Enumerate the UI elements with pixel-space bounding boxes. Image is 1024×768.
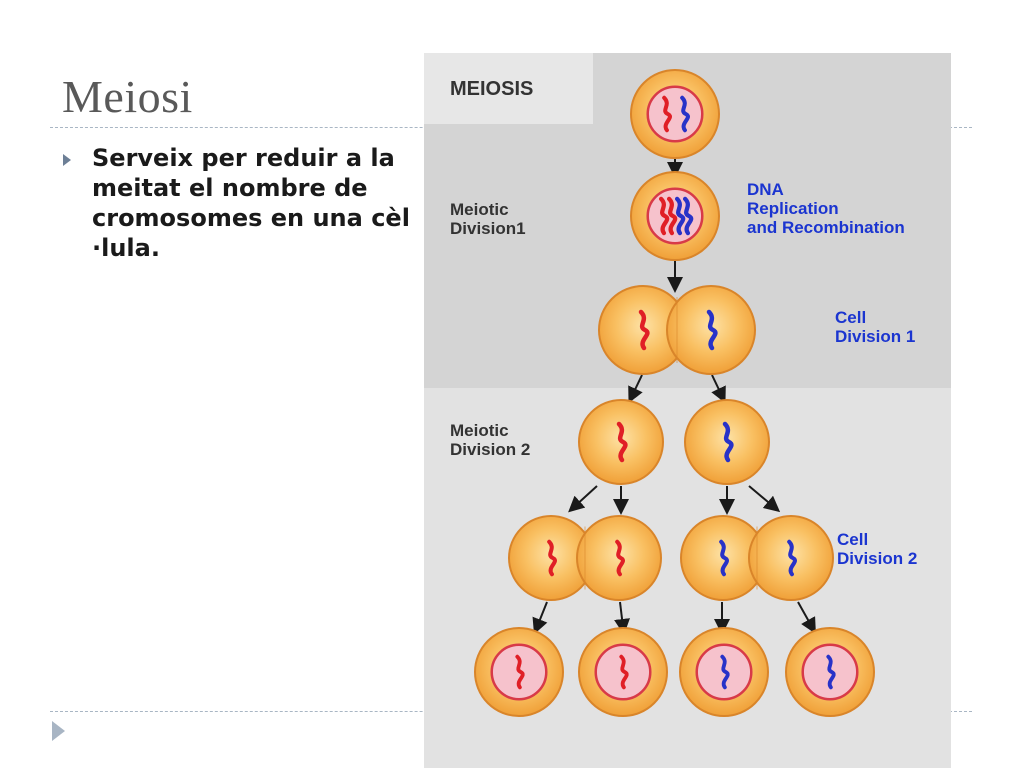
arrow xyxy=(532,601,548,635)
arrow xyxy=(614,601,630,635)
cell-division-1-label: Cell Division 1 xyxy=(835,308,915,346)
haploid-cell-3 xyxy=(679,627,769,717)
meiotic-division-1-label: Meiotic Division1 xyxy=(450,200,526,238)
meiosis-diagram: MEIOSIS Meiotic Division1 DNA Replicatio… xyxy=(424,53,951,768)
arrows xyxy=(532,159,816,635)
dna-replication-label: DNA Replication and Recombination xyxy=(747,180,905,237)
arrow xyxy=(568,485,598,513)
chromosome xyxy=(662,95,672,133)
chromosome xyxy=(674,196,686,236)
figure-heading: MEIOSIS xyxy=(450,78,533,100)
cells xyxy=(474,69,875,717)
haploid-cell-1 xyxy=(474,627,564,717)
heading-box xyxy=(424,53,593,124)
chromosome xyxy=(706,309,718,351)
chromosome xyxy=(615,539,625,577)
chromosome xyxy=(616,421,628,463)
chromosome xyxy=(638,309,650,351)
cell-division-2-label: Cell Division 2 xyxy=(837,530,917,568)
chromosome xyxy=(722,421,734,463)
haploid-cell-4 xyxy=(785,627,875,717)
meiosis-figure: MEIOSIS Meiotic Division1 DNA Replicatio… xyxy=(424,53,951,768)
chromosome xyxy=(680,95,690,133)
chromosome xyxy=(666,196,678,236)
chromosome xyxy=(547,539,557,577)
parent-cell xyxy=(630,69,720,159)
replicated-cell xyxy=(630,171,720,261)
dividing-cell-2-right xyxy=(680,515,834,601)
chromosome xyxy=(826,654,836,690)
chromosome xyxy=(619,654,629,690)
footer-arrow-icon xyxy=(52,721,65,741)
dividing-cell-1 xyxy=(598,285,756,375)
arrow xyxy=(628,374,643,404)
arrow xyxy=(711,374,726,404)
arrow xyxy=(748,485,781,513)
haploid-cell-2 xyxy=(578,627,668,717)
daughter-cell-left xyxy=(578,399,664,485)
chromosome xyxy=(787,539,797,577)
bullet-text: Serveix per reduir a la meitat el nombre… xyxy=(92,144,410,262)
arrow xyxy=(797,601,816,634)
chromosome xyxy=(682,196,694,236)
daughter-cell-right xyxy=(684,399,770,485)
nucleus xyxy=(646,85,704,143)
chromosome xyxy=(515,654,525,690)
bullet-arrow-icon xyxy=(63,154,71,166)
chromosome xyxy=(658,196,670,236)
dividing-cell-2-left xyxy=(508,515,662,601)
chromosome xyxy=(720,654,730,690)
slide-title: Meiosi xyxy=(62,71,193,122)
meiotic-division-2-label: Meiotic Division 2 xyxy=(450,421,530,459)
chromosome xyxy=(719,539,729,577)
